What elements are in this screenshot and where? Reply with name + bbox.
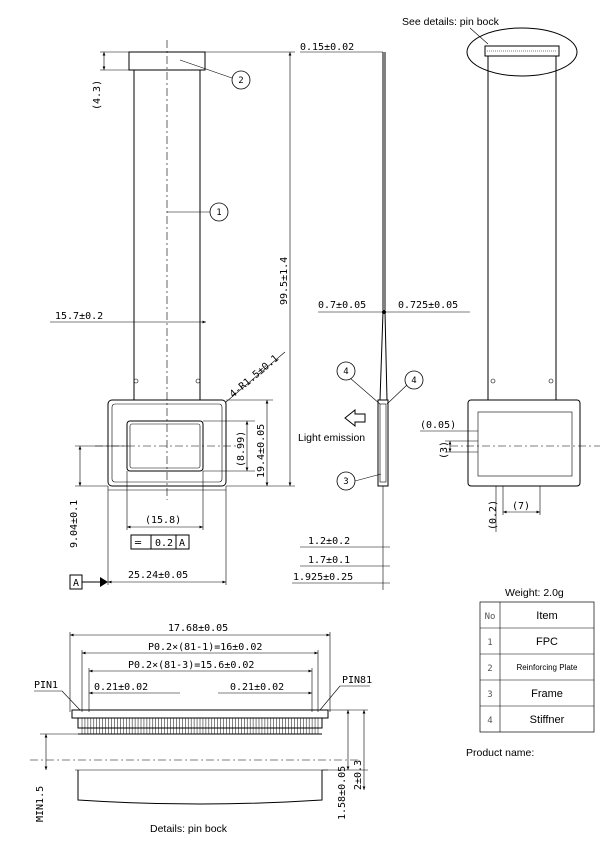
callout-3-text: 3 [343,477,348,487]
tolerance-value: 0.2 [155,538,173,549]
pin-block-detail-circle [466,27,578,77]
dim-1-7: 1.7±0.1 [308,555,350,566]
module-frame [107,399,227,487]
tolerance-symbol: ═ [134,538,142,549]
dim-7: (7) [512,501,530,512]
see-details-label: See details: pin bock [402,16,500,28]
table-header-no: No [485,612,496,622]
pin1-label: PIN1 [34,680,58,691]
front-view: (4.3) 99.5±1.4 15.7±0.2 4-R1.5±0.1 (8.99… [50,40,295,590]
callout-1-text: 1 [216,208,221,218]
light-emission-label: Light emission [298,432,365,444]
fpc-hole-left [133,378,139,384]
callout-4-right-text: 4 [411,376,416,386]
pin-block-top [71,709,329,719]
flatness-tolerance-frame: ═ 0.2 A [130,534,190,550]
rear-pin-block [484,45,560,57]
pin-block-detail: 17.68±0.05 P0.2×(81-1)=16±0.02 P0.2×(81-… [30,623,372,835]
details-title: Details: pin bock [150,823,228,835]
table-header-item: Item [536,610,557,622]
table-row-4-no: 4 [487,716,492,726]
pin-row [81,718,319,734]
weight-label: Weight: 2.0g [505,587,564,599]
dim-15-8: (15.8) [145,515,181,526]
callout-3 [336,471,356,491]
fpc-outline-detail [77,770,323,805]
dim-p02-16: P0.2×(81-1)=16±0.02 [148,642,262,653]
dim-1-925: 1.925±0.25 [293,572,353,583]
dim-15-7: 15.7±0.2 [55,311,103,322]
rear-view: See details: pin bock (0.05) (3) (7) (0.… [402,16,600,532]
rear-frame [467,399,581,487]
callout-4-right [404,370,424,390]
callout-2-text: 2 [238,76,243,86]
table-row-3-item: Frame [531,688,563,700]
dim-0-21-right: 0.21±0.02 [230,682,284,693]
dim-0-7: 0.7±0.05 [318,300,366,311]
table-row-2-item: Reinforcing Plate [517,663,578,672]
dim-0-2: (0.2) [488,500,499,530]
callout-4-left [336,361,356,381]
datum-label: A [73,578,79,589]
dim-19-4: 19.4±0.05 [256,424,267,478]
dim-25-24: 25.24±0.05 [128,570,188,581]
dim-1-58: 1.58±0.05 [337,766,348,820]
dim-99-5: 99.5±1.4 [279,257,290,305]
side-view: 0.15±0.02 0.7±0.05 0.725±0.05 4 4 3 Ligh… [292,42,470,590]
callout-4-left-text: 4 [343,367,348,377]
pin81-label: PIN81 [342,675,372,686]
module-frame-inner [111,403,223,483]
table-row-1-item: FPC [536,636,558,648]
light-emission-arrow [344,408,366,428]
side-body [377,399,389,487]
dim-8-99: (8.99) [236,431,247,467]
dim-0-15: 0.15±0.02 [300,42,354,53]
parts-table: Weight: 2.0g No Item 1 FPC 2 Reinforcing… [466,587,595,759]
tolerance-datum: A [179,538,185,549]
table-row-2-no: 2 [487,664,492,674]
callout-1 [209,202,229,222]
pin-block-body [77,717,323,729]
dim-r1-5: 4-R1.5±0.1 [228,353,281,400]
product-name-label: Product name: [466,747,534,759]
dim-0-725: 0.725±0.05 [398,300,458,311]
dim-17-68: 17.68±0.05 [168,623,228,634]
dim-0-05: (0.05) [420,420,456,431]
fpc-hole-right [195,378,201,384]
dim-9-04: 9.04±0.1 [69,500,80,548]
table-row-1-no: 1 [487,638,492,648]
dim-0-21-left: 0.21±0.02 [94,682,148,693]
dim-4-3: (4.3) [92,80,103,110]
callout-2 [231,70,251,90]
dim-p02-15-6: P0.2×(81-3)=15.6±0.02 [128,660,254,671]
dim-3: (3) [439,441,450,459]
dim-min1-5: MIN1.5 [35,786,46,822]
dim-2-0-3: 2±0.3 [353,760,364,790]
table-row-4-item: Stiffner [530,714,565,726]
dim-1-2: 1.2±0.2 [308,536,350,547]
table-row-3-no: 3 [487,690,492,700]
